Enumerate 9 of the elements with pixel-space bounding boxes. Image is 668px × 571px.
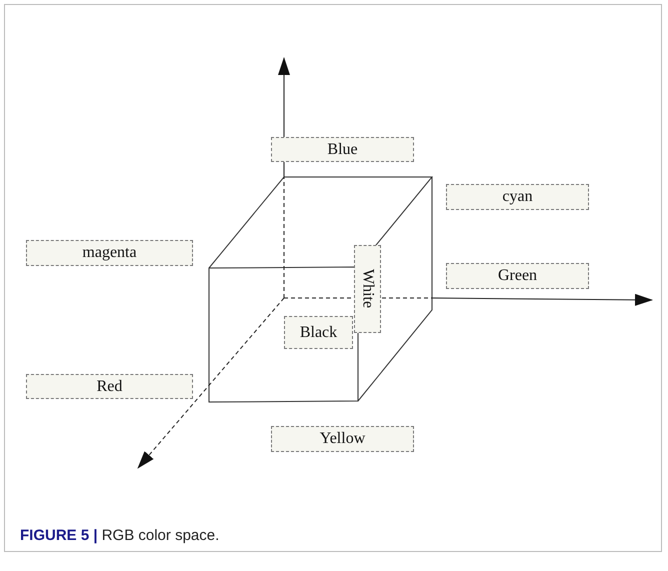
label-box: Blue <box>271 137 414 162</box>
label-box: Black <box>284 316 353 349</box>
figure-caption: FIGURE 5 | RGB color space. <box>20 527 220 544</box>
label-box: Yellow <box>271 426 414 452</box>
label-box: White <box>354 245 381 333</box>
label-box: magenta <box>26 240 193 266</box>
label-box: cyan <box>446 184 589 210</box>
label-box: Red <box>26 374 193 399</box>
label-box: Green <box>446 263 589 289</box>
